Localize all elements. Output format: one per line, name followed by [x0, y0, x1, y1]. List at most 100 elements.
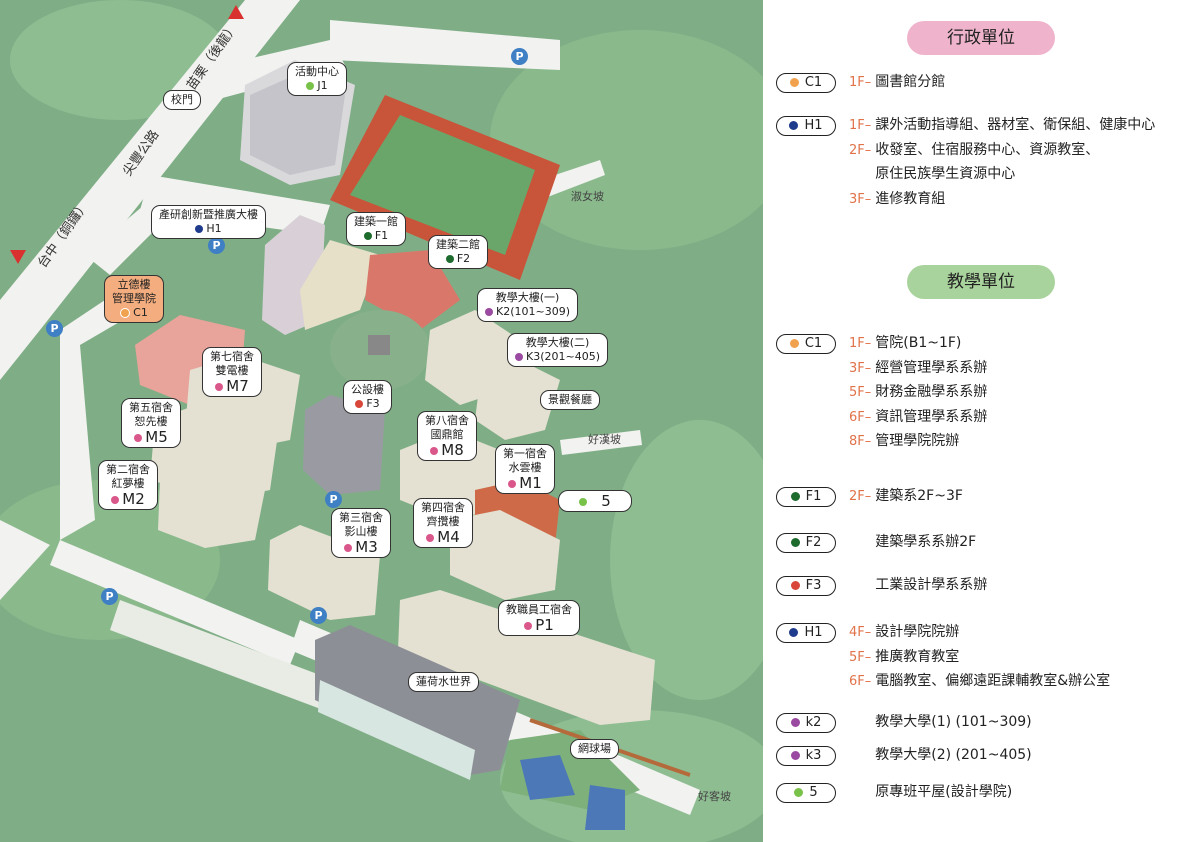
label-name: 第一宿舍	[503, 447, 547, 460]
label-tennis-court[interactable]: 網球場	[570, 739, 619, 759]
label-name: 產研創新暨推廣大樓	[159, 208, 258, 221]
legend-line: 1F–原住民族學生資源中心	[849, 163, 1015, 186]
label-teaching-building-2[interactable]: 教學大樓(二)K3(201~405)	[507, 333, 609, 367]
label-gate[interactable]: 校門	[163, 90, 201, 110]
legend-line: 6F–資訊管理學系系辦	[849, 406, 987, 429]
unit-text: 財務金融學系系辦	[875, 384, 988, 400]
legend-code-pill[interactable]: 5	[776, 783, 836, 803]
legend-line: 1F–工業設計學系系辦	[849, 574, 987, 597]
label-name: 活動中心	[295, 65, 339, 78]
legend-code-pill[interactable]: C1	[776, 334, 836, 354]
floor-label: 1F–	[849, 75, 872, 90]
label-code: M3	[355, 538, 378, 556]
unit-text: 教學大學(1) (101~309)	[875, 714, 1032, 730]
label-name: 立德樓	[117, 278, 151, 291]
label-name-2: 恕先樓	[134, 415, 168, 428]
floor-label: 8F–	[849, 434, 872, 449]
map-artwork	[0, 0, 763, 842]
legend-code: k2	[805, 715, 822, 730]
floor-label: 3F–	[849, 191, 872, 207]
legend-code: 5	[809, 785, 818, 800]
dot-icon	[485, 308, 493, 316]
legend-line: 2F–建築系2F~3F	[849, 485, 963, 508]
label-name: 建築二館	[436, 238, 480, 251]
dot-icon	[215, 382, 224, 391]
dot-icon	[794, 788, 804, 797]
legend-code-pill[interactable]: F2	[776, 533, 836, 553]
dot-icon	[508, 479, 517, 488]
legend-line: 1F–原專班平屋(設計學院)	[849, 781, 1012, 804]
direction-arrow-north	[228, 5, 244, 19]
legend-code-pill[interactable]: H1	[776, 116, 836, 136]
legend-code-pill[interactable]: F3	[776, 576, 836, 596]
label-code: F3	[366, 397, 380, 410]
floor-label: 5F–	[849, 649, 872, 665]
label-name-2: 齊攬樓	[426, 515, 460, 528]
legend-code: C1	[804, 336, 823, 351]
campus-map: 苗栗（後龍） 尖豐公路 台中（銅鑼） 淑女坡 好漢坡 好客坡 P P P P P…	[0, 0, 763, 842]
dot-icon	[790, 538, 800, 547]
parking-icon: P	[46, 320, 63, 337]
label-code: 5	[601, 492, 611, 510]
legend-code-pill[interactable]: k3	[776, 746, 836, 766]
unit-text: 進修教育組	[875, 190, 946, 207]
dot-icon	[120, 308, 131, 318]
legend-code: k3	[805, 748, 822, 763]
dot-icon	[790, 751, 800, 760]
legend-panel: 行政單位 C1 1F–圖書館分館 H1 1F–課外活動指導組、器材室、衛保組、健康中心…	[763, 0, 1191, 842]
legend-line: 1F–課外活動指導組、器材室、衛保組、健康中心	[849, 114, 1155, 137]
floor-label: 1F–	[849, 118, 872, 133]
dot-icon	[789, 339, 799, 348]
floor-label: 5F–	[849, 385, 872, 400]
unit-text: 資訊管理學系系辦	[875, 408, 988, 425]
label-name: 建築一館	[354, 215, 398, 228]
dot-icon	[426, 533, 435, 542]
dot-icon	[195, 225, 204, 233]
legend-code-pill[interactable]: k2	[776, 713, 836, 733]
label-view-restaurant[interactable]: 景觀餐廳	[540, 390, 600, 410]
legend-line: 1F–管院(B1~1F)	[849, 332, 961, 355]
label-lotus-water-world[interactable]: 蓮荷水世界	[408, 672, 479, 692]
dot-icon	[789, 628, 799, 637]
label-name: 第八宿舍	[425, 414, 469, 427]
legend-line: 8F–管理學院院辦	[849, 430, 959, 453]
legend-line: 1F–圖書館分館	[849, 71, 945, 94]
dot-icon	[430, 446, 439, 455]
label-name-2: 雙電樓	[215, 364, 249, 377]
label-code: M5	[145, 428, 168, 446]
dot-icon	[111, 495, 120, 504]
legend-line: 1F–建築學系系辦2F	[849, 531, 976, 554]
label-teaching-building-1[interactable]: 教學大樓(一)K2(101~309)	[477, 288, 579, 322]
legend-code-pill[interactable]: H1	[776, 623, 836, 643]
label-name: 蓮荷水世界	[416, 675, 471, 688]
unit-text: 推廣教育教室	[875, 648, 960, 665]
legend-code-pill[interactable]: C1	[776, 73, 836, 93]
parking-icon: P	[511, 48, 528, 65]
slope-label-haohan: 好漢坡	[588, 433, 621, 446]
label-name-2: 紅夢樓	[111, 477, 145, 490]
dot-icon	[789, 78, 799, 87]
legend-code-pill[interactable]: F1	[776, 487, 836, 507]
label-code: C1	[133, 306, 148, 319]
floor-label: 6F–	[849, 674, 872, 689]
label-code: H1	[206, 222, 222, 235]
label-pingwu-5[interactable]: 5	[558, 490, 632, 512]
label-name: 第四宿舍	[421, 501, 465, 514]
label-code: K2(101~309)	[496, 305, 571, 318]
legend-line: 4F–設計學院院辦	[849, 621, 959, 644]
admin-units-heading: 行政單位	[907, 21, 1055, 55]
